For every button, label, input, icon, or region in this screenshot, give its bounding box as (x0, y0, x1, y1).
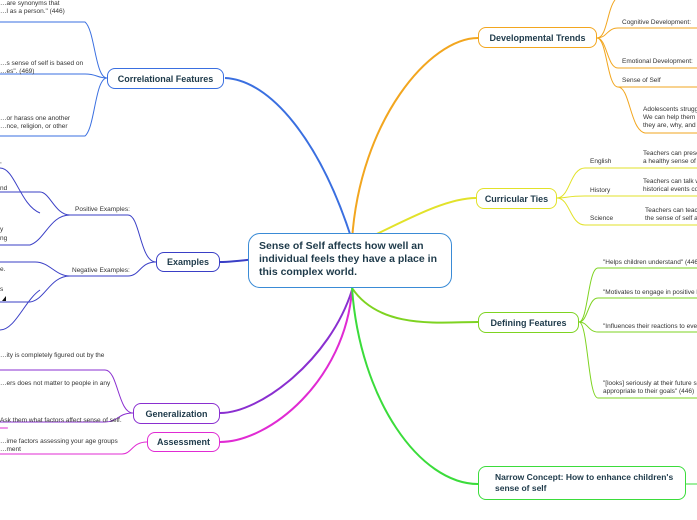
curricular-subject-english: English (590, 158, 612, 165)
curricular-english-detail: Teachers can prese… a healthy sense of s… (643, 150, 697, 165)
branch-narrow (351, 287, 479, 485)
branch-generalization (219, 289, 353, 414)
generalization-item-2: …ers does not matter to people in any (0, 380, 111, 387)
cursor-arrow-icon (2, 296, 6, 301)
node-correlational-features[interactable]: Correlational Features (107, 68, 224, 89)
curricular-history-detail: Teachers can talk w… historical events c… (643, 178, 697, 193)
example-fragment-1: , (0, 158, 2, 165)
node-defining-features[interactable]: Defining Features (478, 312, 579, 333)
developmental-item-sense-of-self: Sense of Self (622, 77, 661, 84)
assessment-item-2: …ime factors assessing your age groups …… (0, 438, 118, 453)
defining-item-1: "Helps children understand" (446) (603, 259, 697, 266)
developmental-sense-of-self-detail: Adolescents strugg… We can help them e… … (643, 106, 697, 129)
generalization-item-1: …ity is completely figured out by the (0, 352, 105, 359)
defining-item-3: "Influences their reactions to eve… (603, 323, 697, 330)
curricular-subject-history: History (590, 187, 611, 194)
defining-item-2: "Motivates to engage in positive b… (603, 289, 697, 296)
node-assessment[interactable]: Assessment (147, 432, 220, 452)
node-examples[interactable]: Examples (156, 252, 220, 272)
example-fragment-5: e. (0, 266, 6, 273)
branch-correlational (224, 77, 353, 241)
example-fragment-2: nd (0, 185, 8, 192)
developmental-item-cognitive: Cognitive Development: (622, 19, 692, 26)
curricular-science-detail: Teachers can teach… the sense of self an… (645, 207, 697, 222)
negative-examples-label: Negative Examples: (72, 267, 130, 274)
correlational-item-1: …are synonyms that …l as a person." (446… (0, 0, 65, 15)
positive-examples-label: Positive Examples: (75, 206, 130, 213)
branch-developmental (351, 37, 479, 241)
defining-item-4: "[looks] seriously at their future se… a… (603, 380, 697, 395)
example-fragment-4: ng (0, 235, 8, 242)
node-narrow-concept[interactable]: Narrow Concept: How to enhance children'… (478, 466, 686, 500)
example-fragment-6: s (0, 286, 4, 293)
node-generalization[interactable]: Generalization (133, 403, 220, 424)
central-topic[interactable]: Sense of Self affects how well an indivi… (248, 233, 452, 288)
node-developmental-trends[interactable]: Developmental Trends (478, 27, 597, 48)
example-fragment-3: y (0, 226, 4, 233)
branch-defining (351, 287, 479, 324)
branch-assessment (219, 289, 353, 443)
developmental-item-emotional: Emotional Development: (622, 58, 693, 65)
correlational-item-3: …or harass one another …nce, religion, o… (0, 115, 71, 130)
curricular-subject-science: Science (590, 215, 614, 222)
node-curricular-ties[interactable]: Curricular Ties (476, 188, 557, 209)
assessment-item-1: Ask them what factors affect sense of se… (0, 417, 122, 424)
correlational-item-2: …s sense of self is based on …es". (469) (0, 60, 84, 75)
